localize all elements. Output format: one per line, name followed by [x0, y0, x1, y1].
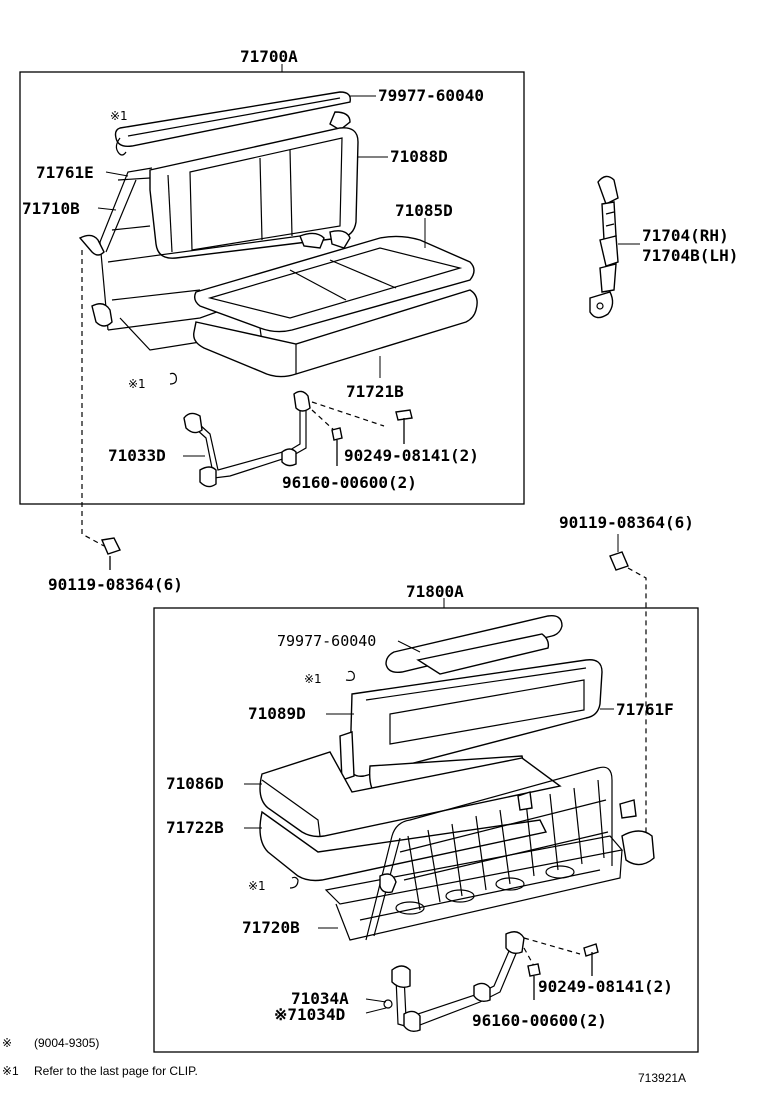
lower-frame-drawing [324, 766, 655, 941]
upper-cover-pad-label: 79977-60040 [378, 86, 484, 105]
lower-back-board-label: 71761F [616, 700, 674, 719]
lower-nut-icon [527, 963, 541, 1000]
footnote1-text: (9004-9305) [34, 1036, 99, 1050]
upper-assembly-box [19, 71, 525, 505]
mount-bolt-left-label: 90119-08364(6) [48, 575, 183, 594]
mount-bolt-right-label: 90119-08364(6) [559, 513, 694, 532]
lower-clip2-icon [289, 876, 299, 889]
belt-lh-label: 71704B(LH) [642, 246, 738, 265]
lower-assembly-label: 71800A [406, 582, 464, 601]
upper-bolt-icon [395, 409, 413, 444]
lower-clip-icon [345, 670, 355, 681]
mount-bolt-right-icon [609, 551, 629, 571]
upper-clip2-icon [169, 372, 177, 385]
upper-clip-mark-label: ※1 [110, 109, 128, 123]
lower-cover-pad-drawing [385, 615, 563, 675]
upper-cushion-drawing [193, 235, 475, 343]
upper-seat-leg-label: 71761E [36, 163, 94, 182]
upper-cushion-cover-label: 71085D [395, 201, 453, 220]
upper-clip-mark2-label: ※1 [128, 377, 146, 391]
lower-cushion-cover-label: 71086D [166, 774, 224, 793]
upper-seat-back-drawing [149, 127, 359, 259]
footnote1-symbol: ※ [2, 1036, 12, 1050]
lower-cover-pad-label: 79977-60040 [277, 632, 376, 650]
diagram-id: 713921A [638, 1071, 686, 1085]
upper-cover-pad-drawing [114, 91, 351, 148]
seat-belt-drawing [589, 175, 619, 319]
lower-assembly-box [153, 607, 699, 1053]
lower-frame-label: 71720B [242, 918, 300, 937]
lower-nut-label: 96160-00600(2) [472, 1011, 607, 1030]
lower-bolt-icon [583, 943, 599, 976]
upper-assembly-label: 71700A [240, 47, 298, 66]
mount-bolt-left-icon [101, 537, 121, 570]
upper-frame-label: 71710B [22, 199, 80, 218]
lower-stay-a-label: 71034A [291, 989, 349, 1008]
lower-stay-d-label: ※71034D [274, 1005, 345, 1024]
lower-cushion-drawing [259, 751, 562, 838]
upper-stay-label: 71033D [108, 446, 166, 465]
upper-stay-drawing [183, 390, 311, 488]
upper-back-cover-label: 71088D [390, 147, 448, 166]
upper-bolt-label: 90249-08141(2) [344, 446, 479, 465]
lower-cushion-pad-label: 71722B [166, 818, 224, 837]
lower-clip-mark2-label: ※1 [248, 879, 266, 893]
lower-stay-drawing [383, 931, 525, 1033]
belt-rh-label: 71704(RH) [642, 226, 729, 245]
lower-clip-mark-label: ※1 [304, 672, 322, 686]
footnote2-symbol: ※1 [2, 1064, 19, 1078]
lower-cushion-pad-drawing [259, 810, 548, 882]
footnote2-text: Refer to the last page for CLIP. [34, 1064, 198, 1078]
upper-nut-label: 96160-00600(2) [282, 473, 417, 492]
upper-cushion-pad-drawing [193, 289, 478, 378]
lower-bolt-label: 90249-08141(2) [538, 977, 673, 996]
lower-back-cover-label: 71089D [248, 704, 306, 723]
upper-clip-icon [115, 137, 127, 156]
upper-cushion-pad-label: 71721B [346, 382, 404, 401]
upper-nut-icon [331, 427, 343, 466]
